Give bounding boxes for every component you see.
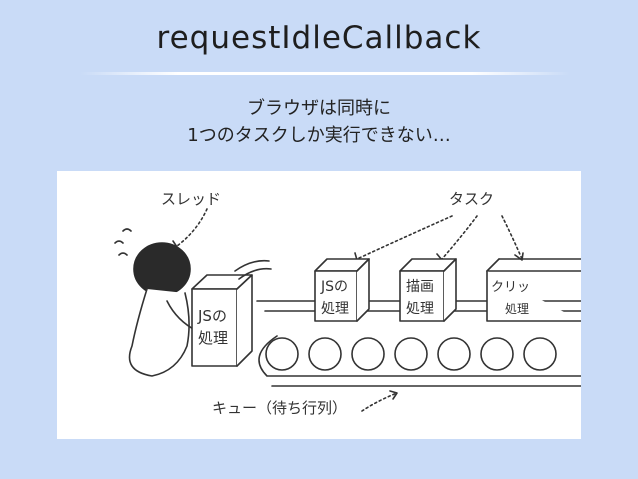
task-box-js: JSの 処理 (314, 258, 370, 322)
slide-title: requestIdleCallback (156, 20, 482, 56)
roller (308, 337, 342, 371)
conveyor-illustration: スレッド タスク キュー（待ち行列） (57, 171, 581, 439)
held-box-label-1: JSの (197, 307, 227, 325)
task-box-click-label-1: クリッ (491, 280, 530, 295)
thread-arrow (176, 208, 208, 247)
slide-subtitle: ブラウザは同時に 1つのタスクしか実行できない… (0, 95, 638, 149)
held-box-label-2: 処理 (198, 329, 228, 347)
queue-label: キュー（待ち行列） (212, 399, 347, 417)
subtitle-line-2: 1つのタスクしか実行できない… (187, 125, 451, 146)
task-box-render-label-2: 処理 (406, 301, 434, 317)
task-box-render-label-1: 描画 (406, 279, 434, 295)
queue-arrow (361, 392, 398, 412)
person-head (133, 242, 191, 296)
task-box-click: クリッ 処理 (486, 258, 581, 322)
task-arrow-2 (441, 215, 478, 260)
conveyor-rollers (265, 337, 557, 371)
thread-label: スレッド (161, 190, 221, 208)
roller (480, 337, 514, 371)
subtitle-line-1: ブラウザは同時に (247, 98, 391, 119)
title-divider (80, 72, 570, 75)
roller (394, 337, 428, 371)
illustration-drawing: スレッド タスク キュー（待ち行列） (114, 190, 581, 417)
motion-lines (234, 259, 272, 280)
person-body (128, 288, 190, 377)
task-box-js-label-2: 処理 (321, 301, 349, 317)
task-box-js-label-1: JSの (320, 279, 348, 295)
sweat-marks (114, 228, 132, 256)
roller (437, 337, 471, 371)
task-box-render: 描画 処理 (399, 258, 457, 322)
task-arrow-1 (356, 215, 453, 260)
roller (523, 337, 557, 371)
task-box-click-label-2: 処理 (505, 302, 529, 316)
task-arrow-3 (501, 215, 523, 260)
roller (265, 337, 299, 371)
task-label: タスク (449, 190, 494, 208)
held-box: JSの 処理 (191, 274, 253, 367)
label-arrows (176, 208, 523, 412)
roller (351, 337, 385, 371)
